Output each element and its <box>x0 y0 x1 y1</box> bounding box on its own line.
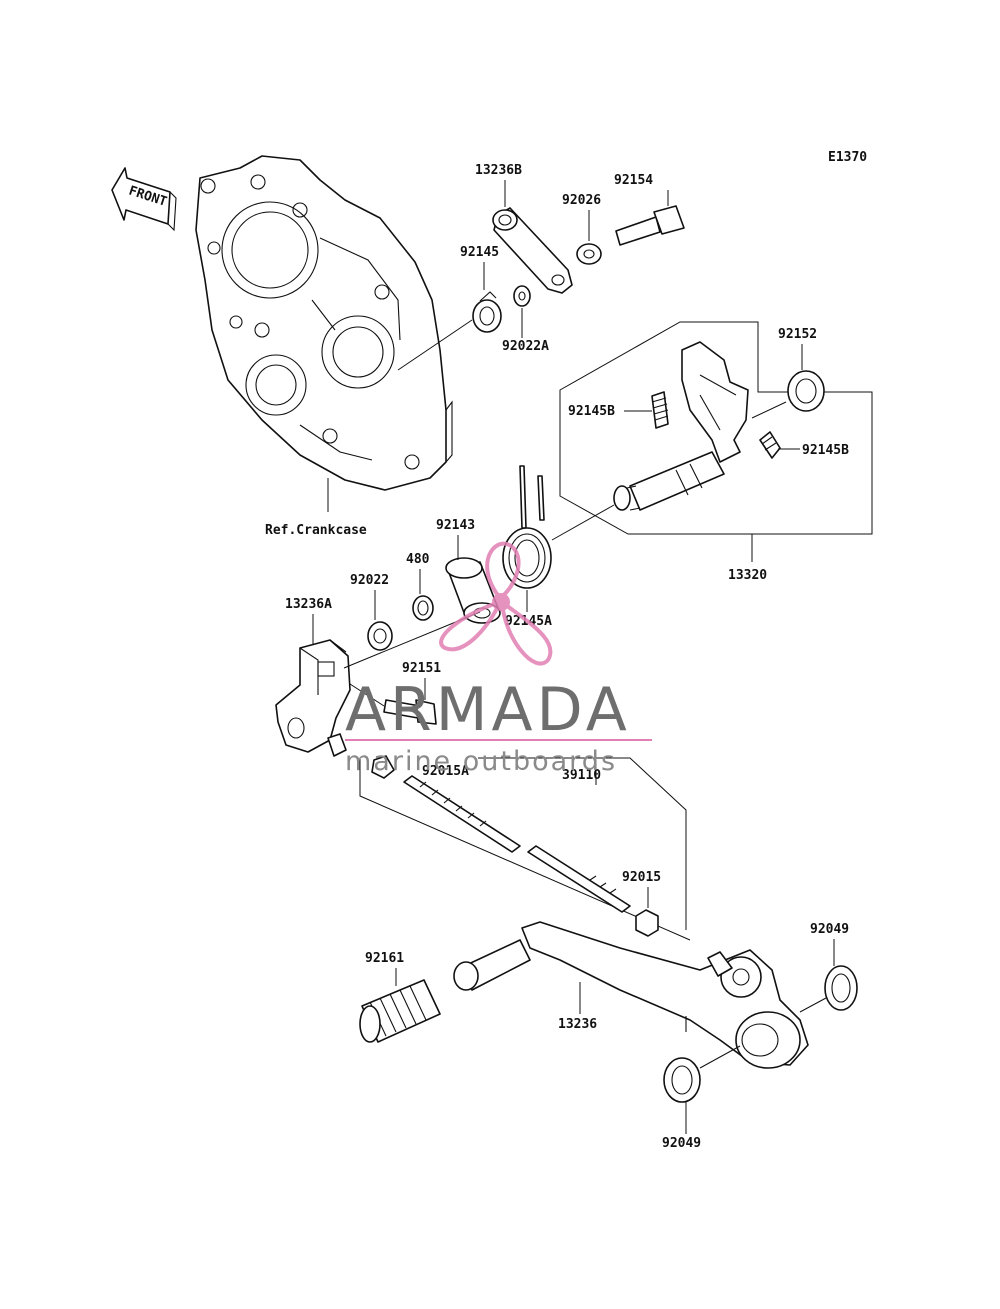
part-92154-label: 92154 <box>614 173 653 188</box>
watermark-tagline: marine outboards <box>345 746 617 777</box>
part-92152-label: 92152 <box>778 327 817 342</box>
nut-92015-drawing <box>635 909 659 937</box>
washer-92022-drawing <box>367 621 393 651</box>
tie-rod-39110-drawing <box>403 775 631 913</box>
shift-arm-13236b-drawing <box>492 207 573 294</box>
circlip-480-drawing <box>412 595 434 621</box>
shift-shaft-13320-drawing <box>613 341 749 511</box>
assembly-13320-bracket <box>559 321 873 535</box>
shift-pedal-13236-drawing <box>453 921 809 1069</box>
part-92015-label: 92015 <box>622 870 661 885</box>
ref-crankcase-label: Ref.Crankcase <box>265 523 367 538</box>
part-13236-label: 13236 <box>558 1017 597 1032</box>
part-480-label: 480 <box>406 552 430 567</box>
seal-92049-bottom-drawing <box>663 1057 701 1103</box>
part-92143-label: 92143 <box>436 518 475 533</box>
part-13236a-label: 13236A <box>285 597 332 612</box>
watermark-brand: ARMADA <box>345 675 631 745</box>
part-92145b-right-label: 92145B <box>802 443 849 458</box>
part-92026-label: 92026 <box>562 193 601 208</box>
diagram-code: E1370 <box>828 150 867 165</box>
part-13236b-label: 13236B <box>475 163 522 178</box>
front-arrow-icon: FRONT <box>111 167 177 232</box>
bolt-92151-drawing <box>383 699 437 725</box>
part-92049-top-label: 92049 <box>810 922 849 937</box>
spring-92145-drawing <box>472 291 502 333</box>
washer-92022a-drawing <box>513 285 531 307</box>
return-spring-92145a-drawing <box>502 465 552 589</box>
washer-92026-drawing <box>576 243 602 265</box>
clamp-arm-13236a-drawing <box>275 639 351 757</box>
part-92151-label: 92151 <box>402 661 441 676</box>
oil-seal-92152-drawing <box>787 370 825 412</box>
part-92022a-label: 92022A <box>502 339 549 354</box>
crankcase-drawing <box>195 155 453 491</box>
part-92015a-label: 92015A <box>422 764 469 779</box>
spring-92145b-left-drawing <box>651 391 669 429</box>
part-92022-label: 92022 <box>350 573 389 588</box>
pedal-rubber-92161-drawing <box>359 979 441 1043</box>
part-92049-bottom-label: 92049 <box>662 1136 701 1151</box>
seal-92049-top-drawing <box>824 965 858 1011</box>
part-92145b-left-label: 92145B <box>568 404 615 419</box>
part-39110-label: 39110 <box>562 768 601 783</box>
part-13320-label: 13320 <box>728 568 767 583</box>
part-92145-label: 92145 <box>460 245 499 260</box>
nut-92015a-drawing <box>371 755 395 779</box>
armada-logo-icon <box>439 541 553 666</box>
spring-92145b-right-drawing <box>759 431 781 459</box>
bolt-92154-drawing <box>615 205 685 246</box>
part-92161-label: 92161 <box>365 951 404 966</box>
rod-39110-bracket <box>359 757 691 941</box>
